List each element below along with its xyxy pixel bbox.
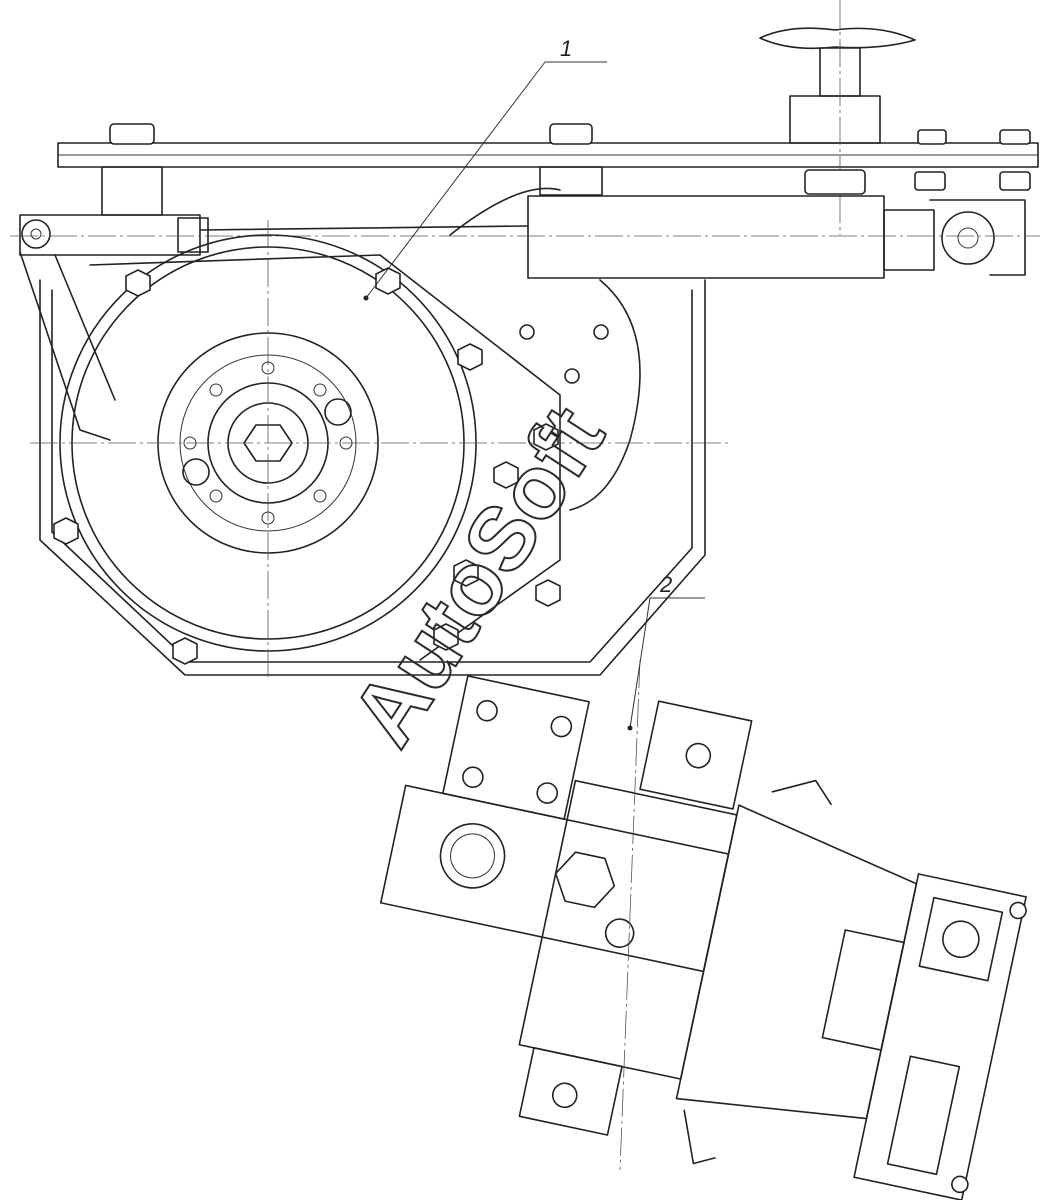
pump-housing	[19, 187, 706, 676]
mounting-bar	[57, 142, 1039, 168]
top-handle	[759, 0, 916, 235]
callout-1-label: 1	[560, 36, 572, 61]
bar-bolts	[109, 123, 1031, 195]
callout-2-label: 2	[659, 572, 672, 597]
tension-rod	[19, 214, 529, 256]
callout-2: 2	[627, 572, 705, 731]
housing-bolts	[53, 267, 609, 665]
lower-assembly	[379, 659, 1027, 1200]
upper-assembly	[10, 0, 1040, 680]
tension-cylinder	[10, 195, 1040, 279]
pulley	[30, 220, 730, 680]
callout-1: 1	[363, 36, 607, 301]
